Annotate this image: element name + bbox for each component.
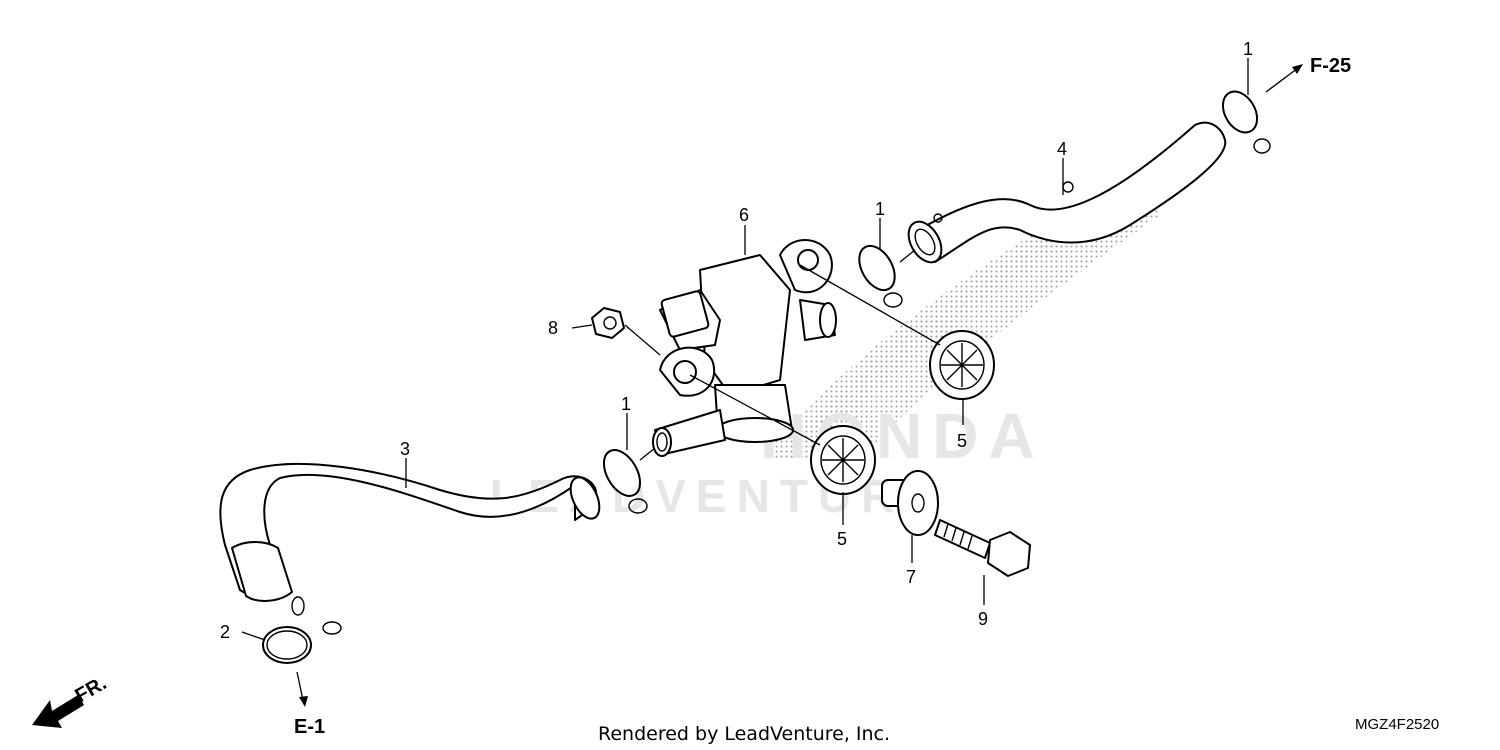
callout-4: 4 (1057, 139, 1067, 159)
callout-6: 6 (739, 205, 749, 225)
reference-e1[interactable]: E-1 (294, 671, 325, 738)
ref-f25-label: F-25 (1310, 55, 1351, 77)
clip-top-right[interactable] (1216, 85, 1271, 154)
callouts: 1 4 1 6 8 1 3 5 5 7 9 2 (220, 39, 1253, 642)
footer-credit: Rendered by LeadVenture, Inc. (598, 723, 890, 745)
hose-lower[interactable] (219, 462, 605, 602)
ref-e1-label: E-1 (294, 716, 325, 738)
hose-clamp[interactable] (262, 596, 342, 664)
collar[interactable] (881, 470, 939, 536)
clip-mid[interactable] (852, 240, 903, 308)
hose-upper[interactable] (902, 121, 1227, 268)
callout-5-right: 5 (957, 431, 967, 451)
callout-1-mid: 1 (875, 199, 885, 219)
callout-7: 7 (906, 567, 916, 587)
callout-3: 3 (400, 439, 410, 459)
grommet-right[interactable] (929, 330, 995, 400)
grommet-lower[interactable] (810, 425, 876, 495)
callout-9: 9 (978, 609, 988, 629)
flange-bolt[interactable] (934, 519, 1031, 577)
front-direction-arrow: FR. (32, 672, 110, 728)
callout-5-low: 5 (837, 529, 847, 549)
diagram-code: MGZ4F2520 (1355, 716, 1439, 733)
callout-1-top-right: 1 (1243, 39, 1253, 59)
flange-nut[interactable] (591, 307, 625, 339)
reference-f25[interactable]: F-25 (1265, 55, 1351, 93)
leader-lines (241, 58, 1249, 641)
callout-2: 2 (220, 622, 230, 642)
callout-8: 8 (548, 318, 558, 338)
watermark-brand: HONDA (760, 400, 1045, 472)
clip-low[interactable] (597, 444, 648, 514)
callout-1-low: 1 (621, 394, 631, 414)
